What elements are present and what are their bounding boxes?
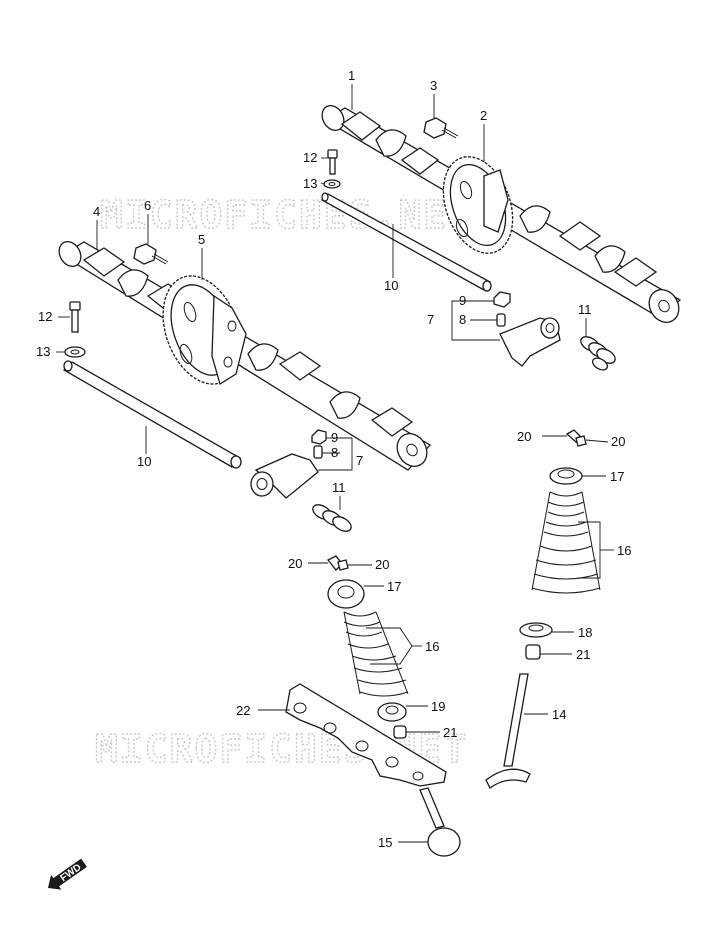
- valve-15: [419, 787, 461, 857]
- rocker-spring-upper: [580, 336, 616, 371]
- callout-11-upper: 11: [578, 302, 592, 317]
- valve-spring-16-right: [531, 491, 601, 594]
- rocker-arm-lower: [250, 453, 319, 499]
- callout-3: 3: [430, 78, 437, 93]
- callout-15: 15: [378, 835, 392, 850]
- callout-1: 1: [348, 68, 355, 83]
- leader-lines: [56, 84, 614, 843]
- callout-16-right: 16: [617, 543, 631, 558]
- retainer-17-right: [549, 467, 583, 485]
- cam-sprocket-exhaust: [442, 156, 514, 254]
- adjuster-8-upper: [496, 313, 506, 327]
- bolt-12-lower: [69, 301, 81, 333]
- callout-5: 5: [198, 232, 205, 247]
- callout-12-lower: 12: [38, 309, 52, 324]
- callout-12-upper: 12: [303, 150, 317, 165]
- retainer-17-center: [327, 579, 365, 609]
- callout-13-lower: 13: [36, 344, 50, 359]
- callout-16-center: 16: [425, 639, 439, 654]
- callout-17-center: 17: [387, 579, 401, 594]
- callout-21-center: 21: [443, 725, 457, 740]
- cotter-20-center: [326, 555, 349, 571]
- stem-seal-21-right: [525, 644, 541, 660]
- callout-9-lower: 9: [331, 430, 338, 445]
- callout-9-upper: 9: [459, 293, 466, 308]
- callout-7-upper: 7: [427, 312, 434, 327]
- callout-10-lower: 10: [137, 454, 151, 469]
- callout-2: 2: [480, 108, 487, 123]
- callout-6: 6: [144, 198, 151, 213]
- camshaft-intake: [58, 241, 432, 471]
- washer-13-lower: [64, 346, 86, 358]
- watermark-top: MICROFICHES.NET: [100, 193, 473, 237]
- fwd-arrow: FWD: [48, 858, 87, 890]
- stem-seal-21-center: [393, 725, 407, 739]
- callout-19: 19: [431, 699, 445, 714]
- bolt-12-upper: [327, 149, 338, 175]
- callout-22: 22: [236, 703, 250, 718]
- callout-20-center-b: 20: [375, 557, 389, 572]
- callout-7-lower: 7: [356, 453, 363, 468]
- callout-17-right: 17: [610, 469, 624, 484]
- adjuster-8-lower: [313, 445, 323, 459]
- callout-8-upper: 8: [459, 312, 466, 327]
- callout-18: 18: [578, 625, 592, 640]
- nut-9-upper: [493, 291, 511, 308]
- callout-11-lower: 11: [332, 480, 346, 495]
- rocker-arm-upper: [499, 317, 561, 367]
- cotter-20-right: [565, 429, 587, 447]
- nut-9-lower: [311, 429, 327, 445]
- rocker-shaft-lower: [62, 360, 242, 469]
- spring-seat-18: [519, 622, 553, 638]
- rocker-shaft-upper: [320, 192, 492, 292]
- callout-20-right-b: 20: [611, 434, 625, 449]
- spring-seat-19: [377, 702, 407, 722]
- cam-sprocket-intake: [162, 275, 247, 386]
- callout-13-upper: 13: [303, 176, 317, 191]
- callout-20-center-a: 20: [288, 556, 302, 571]
- callout-8-lower: 8: [331, 445, 338, 460]
- sprocket-bolt-3: [423, 117, 459, 139]
- callout-labels: 1 3 2 4 6 5 12 13 12 13 10 10 9 8 7 9 8 …: [36, 68, 631, 850]
- callout-10-upper: 10: [384, 278, 398, 293]
- callout-4: 4: [93, 204, 100, 219]
- rocker-spring-lower: [312, 504, 352, 532]
- valve-14: [485, 673, 531, 789]
- sprocket-bolt-6: [133, 243, 169, 265]
- valve-spring-16-center: [343, 611, 409, 697]
- callout-14: 14: [552, 707, 566, 722]
- callout-20-right-a: 20: [517, 429, 531, 444]
- valve-guide-plate-22: [285, 683, 447, 787]
- callout-21-right: 21: [576, 647, 590, 662]
- washer-13-upper: [323, 179, 341, 189]
